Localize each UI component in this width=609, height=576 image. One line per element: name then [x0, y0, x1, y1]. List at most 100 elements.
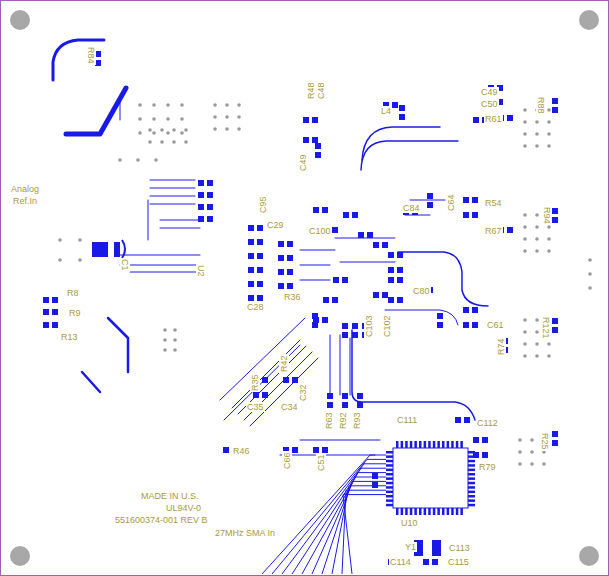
smd-pad: [386, 504, 393, 507]
via: [535, 213, 539, 217]
smd-pad: [423, 559, 429, 565]
reference-designator: Y1: [404, 542, 417, 552]
reference-designator: U2: [196, 264, 206, 278]
reference-designator: R74: [496, 337, 506, 356]
via: [523, 108, 527, 112]
via: [547, 108, 551, 112]
smd-pad: [482, 452, 488, 458]
smd-pad: [313, 447, 319, 453]
smd-pad: [223, 447, 229, 453]
smd-pad: [386, 455, 393, 458]
via: [160, 140, 164, 144]
reference-designator: C34: [280, 402, 299, 412]
smd-pad: [303, 137, 309, 143]
smd-pad: [373, 242, 379, 248]
via: [530, 462, 534, 466]
smd-pad: [424, 441, 427, 448]
via: [160, 128, 164, 132]
smd-pad: [386, 495, 393, 498]
smd-pad: [428, 508, 431, 515]
reference-designator: C100: [308, 226, 332, 236]
reference-designator: R92: [338, 411, 348, 430]
smd-pad: [388, 277, 394, 283]
smd-pad: [468, 464, 475, 467]
via: [166, 103, 170, 107]
via: [523, 120, 527, 124]
via: [535, 144, 539, 148]
smd-pad: [207, 204, 213, 210]
smd-pad: [257, 225, 263, 231]
smd-pad: [442, 441, 445, 448]
smd-pad: [262, 377, 268, 383]
via: [213, 103, 217, 107]
via: [523, 213, 527, 217]
via: [523, 318, 527, 322]
reference-designator: R46: [232, 446, 251, 456]
fanout-trace: [262, 455, 386, 574]
smd-pad: [433, 508, 436, 515]
smd-pad: [437, 441, 440, 448]
reference-designator: R35: [250, 373, 260, 392]
smd-pad: [43, 322, 49, 328]
smd-pad: [392, 102, 398, 108]
via: [58, 258, 62, 262]
smd-pad: [382, 292, 388, 298]
smd-pad: [372, 473, 378, 479]
reference-designator: L4: [380, 106, 392, 116]
via: [213, 127, 217, 131]
smd-pad: [357, 393, 363, 399]
via: [118, 158, 122, 162]
smd-pad: [437, 508, 440, 515]
smd-pad: [248, 253, 254, 259]
via: [154, 158, 158, 162]
via: [547, 342, 551, 346]
reference-designator: R93: [352, 411, 362, 430]
smd-pad: [451, 508, 454, 515]
smd-pad: [433, 441, 436, 448]
via: [588, 272, 592, 276]
smd-pad: [437, 322, 443, 328]
smd-pad: [552, 440, 558, 446]
smd-pad: [442, 508, 445, 515]
smd-pad: [312, 313, 318, 319]
via: [523, 144, 527, 148]
smd-pad: [456, 441, 459, 448]
smd-pad: [414, 508, 417, 515]
via: [237, 103, 241, 107]
smd-pad: [437, 313, 443, 319]
smd-pad: [552, 318, 558, 324]
smd-pad: [432, 540, 441, 556]
reference-designator: R84: [86, 46, 96, 65]
smd-pad: [460, 441, 463, 448]
via: [535, 249, 539, 253]
smd-pad: [292, 377, 298, 383]
smd-pad: [468, 486, 475, 489]
smd-pad: [463, 212, 469, 218]
smd-pad: [278, 283, 284, 289]
fanout-trace: [332, 486, 386, 574]
smd-pad: [357, 402, 363, 408]
smd-pad: [52, 309, 58, 315]
smd-pad: [333, 277, 339, 283]
reference-designator: C102: [382, 314, 392, 338]
smd-pad: [552, 431, 558, 437]
mounting-hole: [10, 10, 30, 30]
board-note: Ref.In: [12, 196, 38, 206]
smd-pad: [427, 202, 433, 208]
smd-pad: [410, 508, 413, 515]
smd-pad: [468, 491, 475, 494]
smd-pad: [388, 267, 394, 273]
reference-designator: C48: [316, 81, 326, 100]
smd-pad: [257, 253, 263, 259]
reference-designator: C64: [446, 193, 456, 212]
smd-pad: [386, 460, 393, 463]
smd-pad: [313, 207, 319, 213]
smd-pad: [397, 267, 403, 273]
smd-pad: [198, 216, 204, 222]
smd-pad: [248, 267, 254, 273]
smd-pad: [372, 482, 378, 488]
fanout-trace: [292, 468, 386, 574]
smd-pad: [396, 508, 399, 515]
